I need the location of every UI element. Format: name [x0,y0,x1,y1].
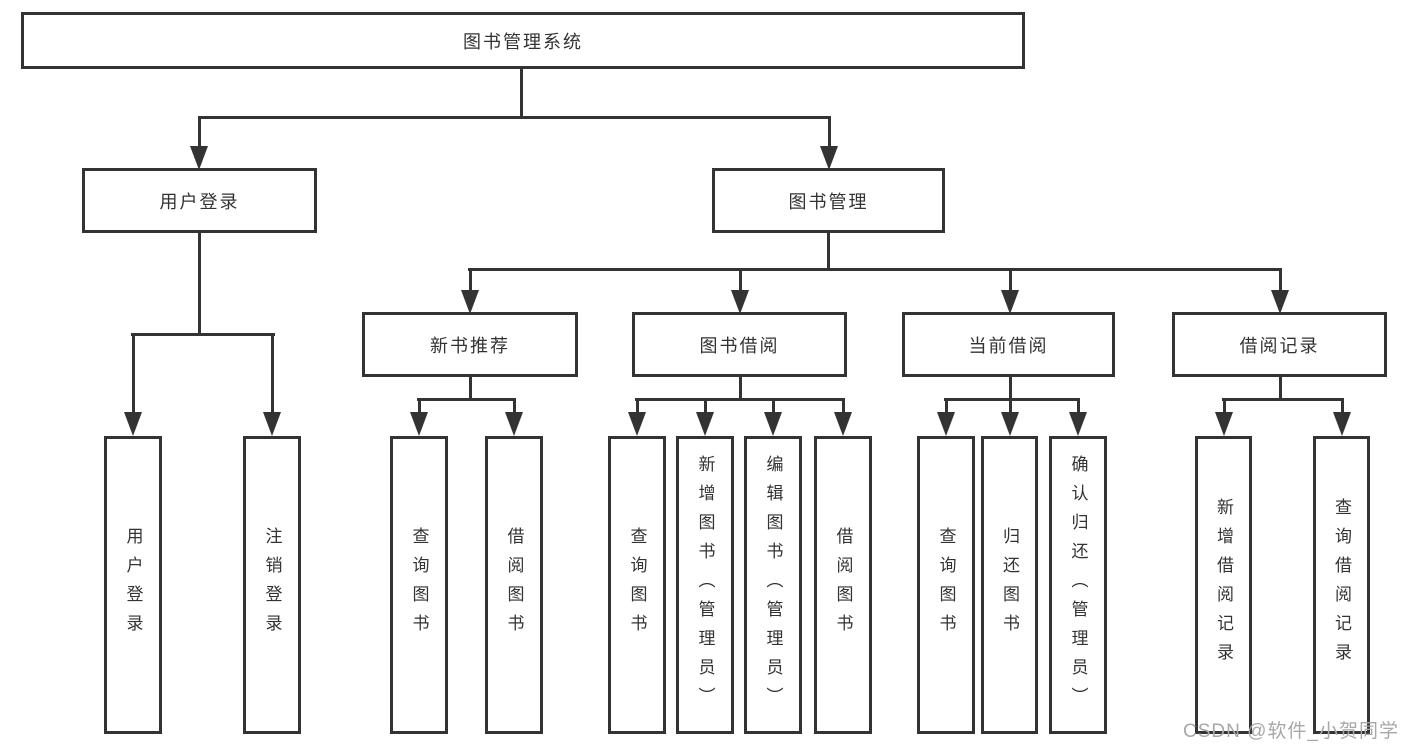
connector-to-borrow-records [1279,268,1282,292]
connector-to-new-recommend [469,268,472,292]
arrowhead-borrow-add [696,412,714,436]
connector-borrow-stub [739,377,742,400]
leaf-current-confirm-return: 确认归还（管理员） [1049,436,1107,734]
node-current-borrow: 当前借阅 [902,312,1115,377]
connector-to-user-login [198,116,201,148]
arrowhead-leaf-login [124,412,142,436]
arrowhead-borrow-edit [764,412,782,436]
connector-recommend-stub [469,377,472,400]
csdn-watermark: CSDN @软件_小贺同学 [1183,721,1399,742]
leaf-logout-label: 注销登录 [262,527,282,643]
leaf-current-return-books: 归还图书 [981,436,1038,734]
connector-to-book-borrow [739,268,742,292]
arrowhead-borrow-borrow [834,412,852,436]
node-book-borrow: 图书借阅 [632,312,847,377]
leaf-current-query-books: 查询图书 [917,436,975,734]
connector-l2-bus [468,268,1282,271]
connector-records-bus [1222,398,1344,401]
leaf-records-add-record-label: 新增借阅记录 [1214,498,1233,672]
arrowhead-borrow-query [628,412,646,436]
connector-to-borrow-edit [772,398,775,414]
leaf-records-add-record: 新增借阅记录 [1195,436,1252,734]
leaf-borrow-borrow-books-label: 借阅图书 [833,527,853,643]
leaf-recommend-query-books: 查询图书 [390,436,448,734]
arrowhead-book-borrow [731,290,749,314]
leaf-borrow-borrow-books: 借阅图书 [814,436,872,734]
node-borrow-records: 借阅记录 [1172,312,1387,377]
connector-to-current-borrow [1009,268,1012,292]
arrowhead-current-query [937,412,955,436]
connector-user-login-bus [131,333,275,336]
arrowhead-records-add [1215,412,1233,436]
connector-current-bus [944,398,1080,401]
connector-to-borrow-add [704,398,707,414]
leaf-current-query-books-label: 查询图书 [936,527,956,643]
arrowhead-current-borrow [1001,290,1019,314]
node-new-book-recommend: 新书推荐 [362,312,578,377]
leaf-user-login-label: 用户登录 [123,527,143,643]
leaf-borrow-add-books-label: 新增图书（管理员） [695,454,715,716]
connector-records-stub [1279,377,1282,400]
connector-to-leaf-login [132,333,135,414]
leaf-recommend-borrow-books: 借阅图书 [485,436,543,734]
arrowhead-records-query [1333,412,1351,436]
arrowhead-borrow-records [1271,290,1289,314]
leaf-borrow-query-books: 查询图书 [608,436,666,734]
leaf-current-confirm-return-label: 确认归还（管理员） [1068,454,1088,716]
leaf-user-login: 用户登录 [104,436,162,734]
leaf-records-query-record: 查询借阅记录 [1313,436,1370,734]
connector-l1-bus [198,116,831,119]
connector-to-current-query [945,398,948,414]
leaf-borrow-add-books: 新增图书（管理员） [676,436,734,734]
arrowhead-book-management [820,146,838,170]
connector-current-stub [1009,377,1012,400]
arrowhead-recommend-query [410,412,428,436]
connector-to-borrow-query [636,398,639,414]
connector-to-current-confirm [1077,398,1080,414]
node-book-management: 图书管理 [712,168,945,233]
connector-to-current-return [1009,398,1012,414]
leaf-recommend-borrow-books-label: 借阅图书 [504,527,524,643]
connector-book-mgmt-stub [827,233,830,270]
leaf-logout: 注销登录 [243,436,301,734]
arrowhead-leaf-logout [263,412,281,436]
leaf-records-query-record-label: 查询借阅记录 [1332,498,1351,672]
leaf-borrow-edit-books-label: 编辑图书（管理员） [763,454,783,716]
arrowhead-recommend-borrow [505,412,523,436]
arrowhead-new-recommend [461,290,479,314]
connector-root-stub [520,69,523,118]
connector-to-leaf-logout [271,333,274,414]
connector-to-book-management [828,116,831,148]
connector-to-borrow-borrow [842,398,845,414]
leaf-recommend-query-books-label: 查询图书 [409,527,429,643]
leaf-borrow-edit-books: 编辑图书（管理员） [744,436,802,734]
leaf-borrow-query-books-label: 查询图书 [627,527,647,643]
leaf-current-return-books-label: 归还图书 [1000,527,1019,643]
connector-to-recommend-borrow [513,398,516,414]
node-user-login: 用户登录 [82,168,317,233]
connector-to-records-add [1223,398,1226,414]
connector-recommend-bus [417,398,516,401]
connector-user-login-stub [198,233,201,336]
node-root-system: 图书管理系统 [21,12,1025,69]
arrowhead-user-login [190,146,208,170]
arrowhead-current-return [1001,412,1019,436]
arrowhead-current-confirm [1069,412,1087,436]
connector-to-recommend-query [418,398,421,414]
connector-to-records-query [1341,398,1344,414]
connector-borrow-bus [635,398,845,401]
